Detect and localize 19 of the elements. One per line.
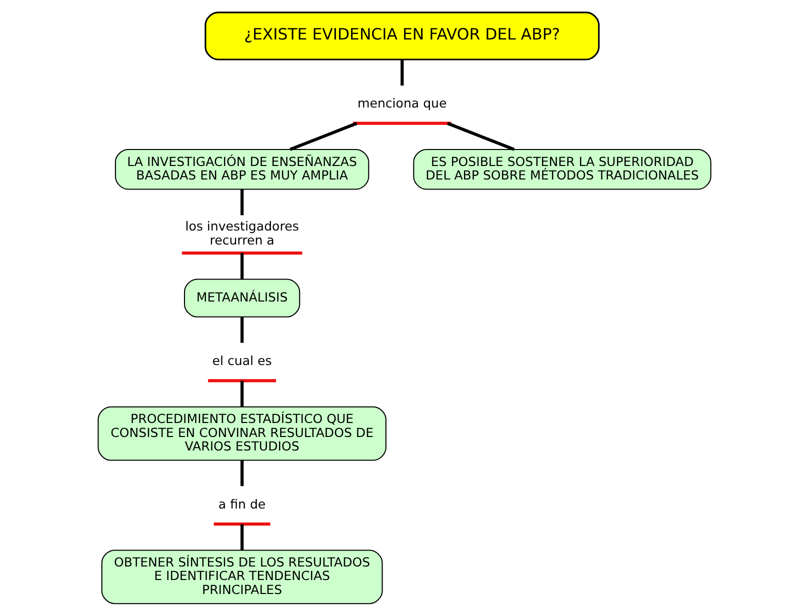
- node-text: los investigadores recurren a: [185, 218, 299, 248]
- node-box: OBTENER SÍNTESIS DE LOS RESULTADOS E IDENTIFICAR TENDENCIAS PRINCIPALES: [101, 550, 383, 604]
- connector: [447, 122, 515, 151]
- node-box: PROCEDIMIENTO ESTADÍSTICO QUE CONSISTE EN CONVINAR RESULTADOS DE VARIOS ESTUDIOS: [98, 406, 386, 461]
- node-text: el cual es: [212, 353, 272, 368]
- node-box: LA INVESTIGACIÓN DE ENSEÑANZAS BASADAS EN ABP ES MUY AMPLIA: [114, 148, 370, 190]
- node-text: a fin de: [218, 496, 266, 512]
- connector: [240, 253, 244, 279]
- connector: [240, 316, 244, 343]
- connector: [400, 60, 404, 86]
- connector: [240, 524, 244, 550]
- connector: [240, 189, 244, 216]
- connector: [240, 460, 244, 486]
- node-box: ¿EXISTE EVIDENCIA EN FAVOR DEL ABP?: [204, 12, 600, 60]
- node-text: menciona que: [358, 96, 447, 111]
- node-box: ES POSIBLE SOSTENER LA SUPERIORIDAD DEL ABP SOBRE MÉTODOS TRADICIONALES: [413, 148, 712, 190]
- connector: [290, 122, 358, 151]
- node-box: METAANÁLISIS: [184, 278, 300, 318]
- connector: [240, 380, 244, 407]
